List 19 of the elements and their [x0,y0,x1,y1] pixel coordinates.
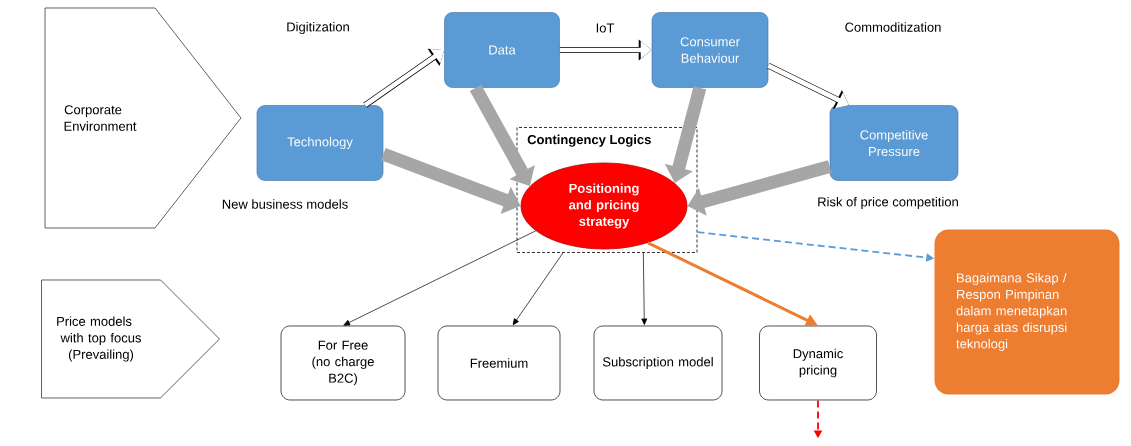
process-box: Data [444,12,560,88]
process-box: Technology [256,105,384,181]
arrow [641,252,648,325]
process-box: Competitive Pressure [829,105,959,181]
annotation-text: New business models [222,199,348,209]
block-arrow [767,62,849,109]
pentagon-label: Price models with top focus (Prevailing) [41,279,220,399]
model-box: Dynamic pricing [759,325,877,401]
annotation-text: Digitization [287,21,349,35]
annotation-text: Risk of price competition [818,196,958,210]
process-box: Consumer Behaviour [651,12,769,88]
model-box: For Free (no charge B2C) [280,325,406,401]
arrow [512,252,564,326]
model-box: Freemium [437,325,561,401]
annotation-text: Commoditization [845,22,941,32]
annotation-text: IoT [596,23,615,33]
arrow [343,230,536,326]
note-box: Bagaimana Sikap / Respon Pimpinan dalam menetapkan harga atas disrupsi teknologi [934,229,1120,395]
model-box: Subscription model [593,325,723,401]
